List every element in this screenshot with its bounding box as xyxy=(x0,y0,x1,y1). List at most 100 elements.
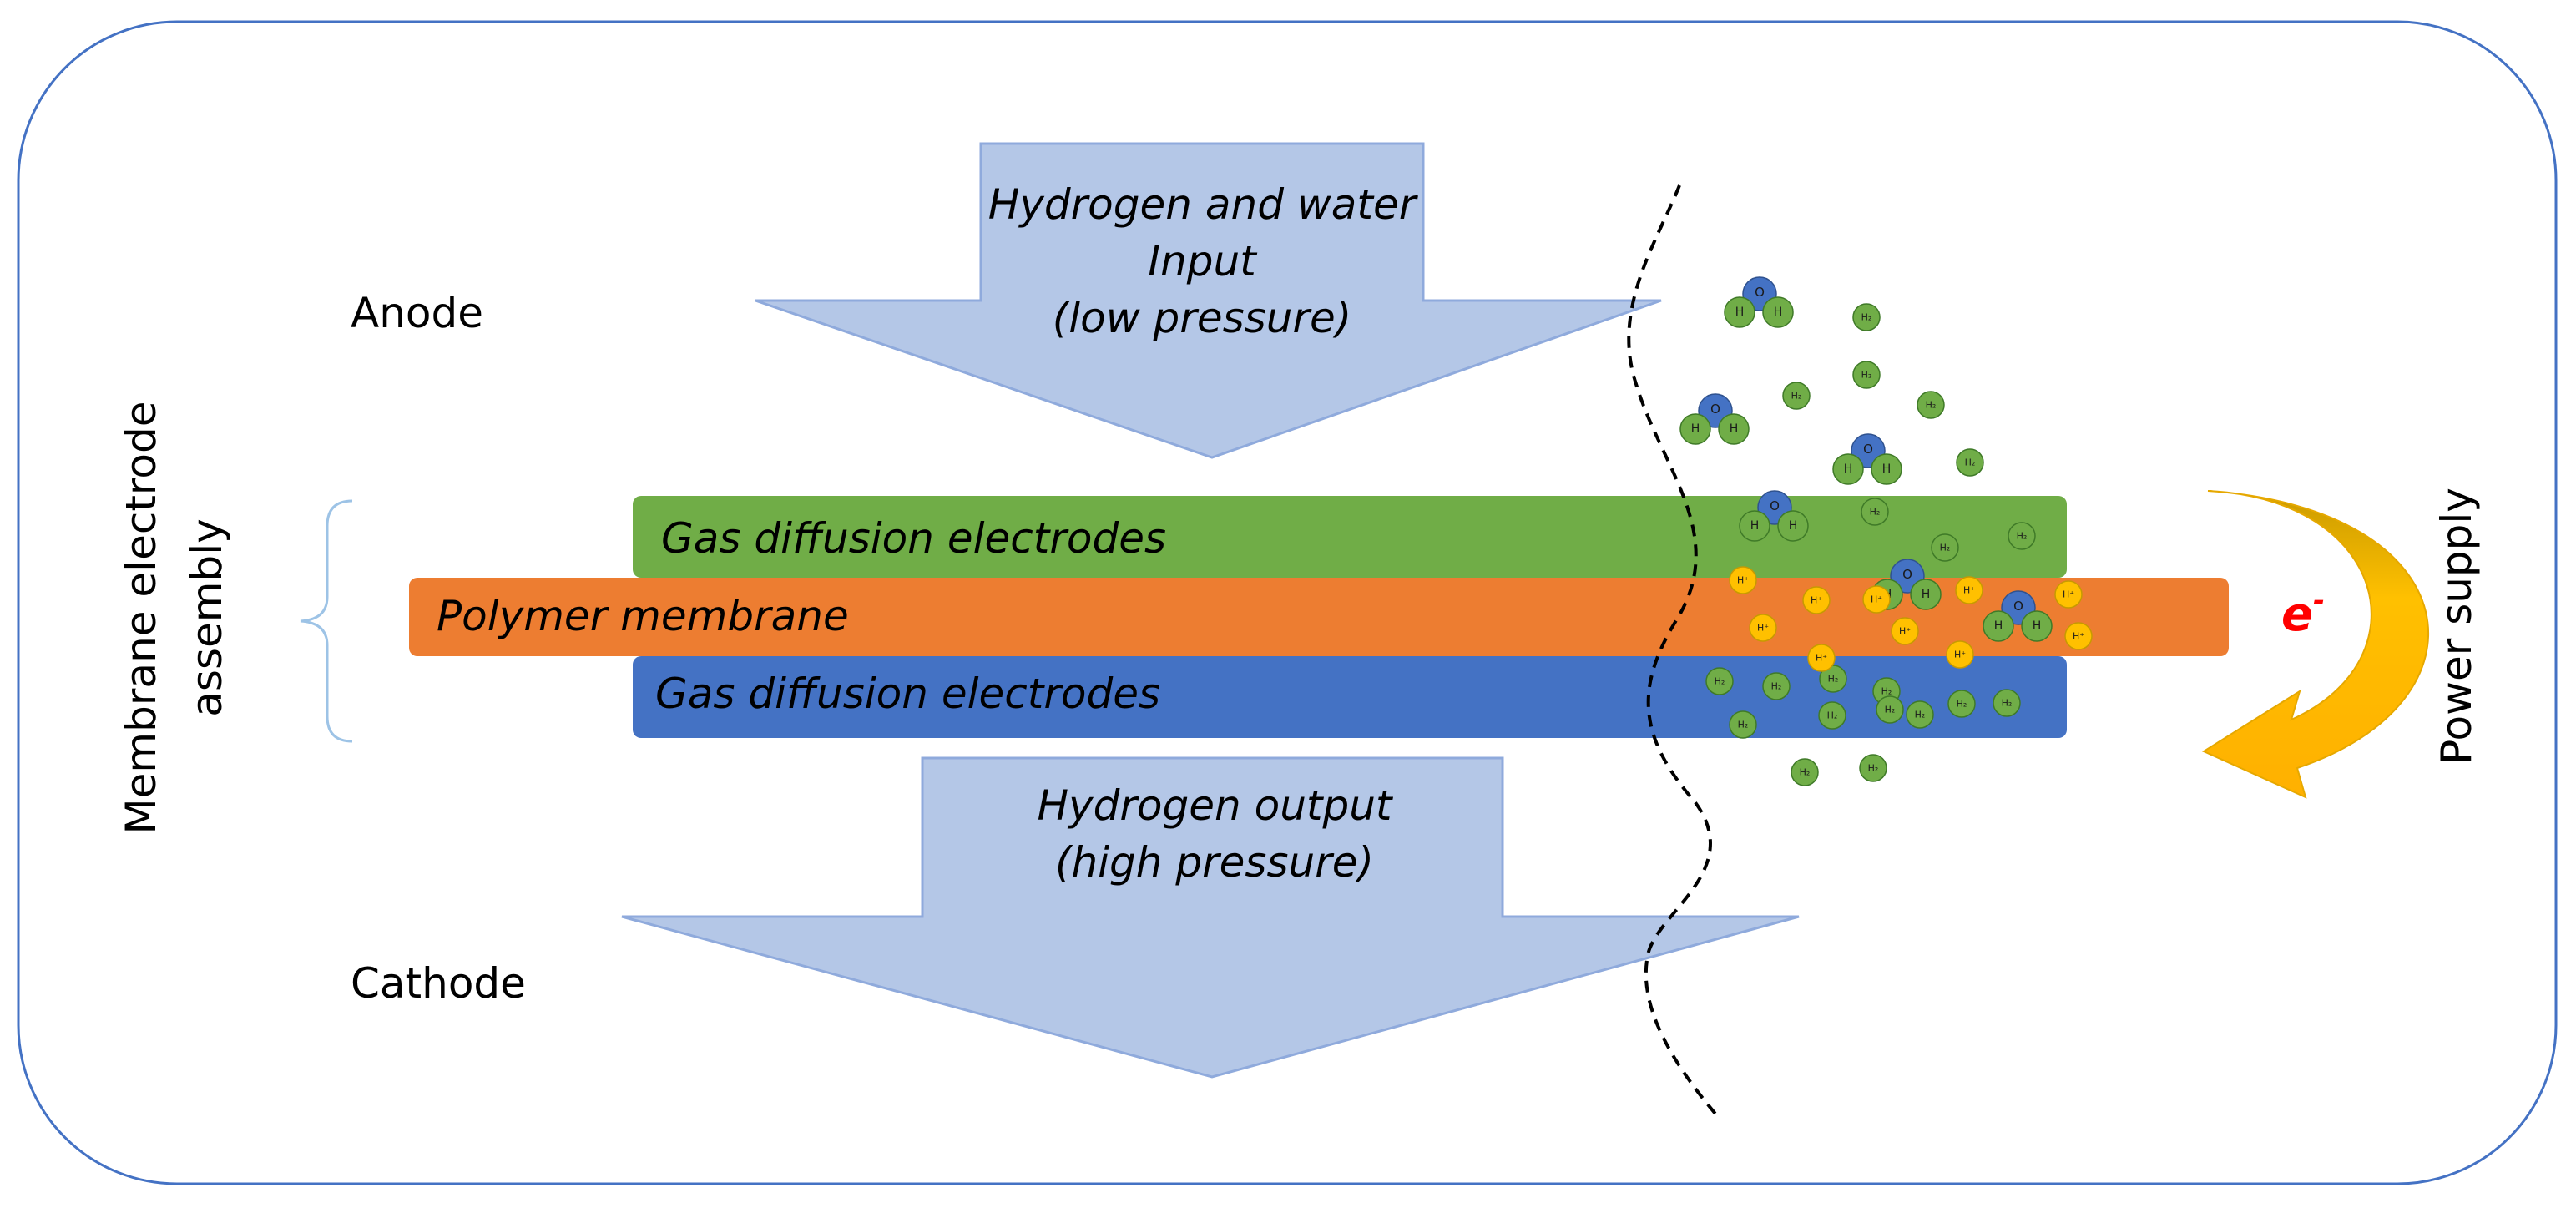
hydrogen-molecule: H₂ xyxy=(1762,672,1791,700)
proton: H⁺ xyxy=(1946,640,1974,669)
water-molecule: OH H xyxy=(1832,433,1902,485)
hydrogen-molecule: H₂ xyxy=(1917,391,1945,419)
water-molecule: OH H xyxy=(1983,590,2053,642)
hydrogen-molecule: H₂ xyxy=(1876,695,1904,724)
svg-text:H⁺: H⁺ xyxy=(1899,626,1911,637)
svg-text:H⁺: H⁺ xyxy=(1757,623,1769,634)
hydrogen-molecule: H₂ xyxy=(1819,665,1847,693)
hydrogen-molecule: H₂ xyxy=(1906,700,1934,729)
svg-text:H⁺: H⁺ xyxy=(1871,594,1882,605)
svg-text:H: H xyxy=(1844,462,1853,476)
svg-text:H₂: H₂ xyxy=(1885,705,1896,715)
svg-text:H₂: H₂ xyxy=(1861,370,1872,381)
hydrogen-molecule: H₂ xyxy=(1791,758,1819,786)
svg-text:H₂: H₂ xyxy=(1940,543,1951,553)
mea-label-line2: assembly xyxy=(183,518,231,716)
power-supply-label: Power supply xyxy=(2432,488,2481,765)
svg-text:H₂: H₂ xyxy=(1771,681,1782,692)
output-arrow xyxy=(621,756,1800,1079)
hydrogen-molecule: H₂ xyxy=(1705,667,1734,695)
svg-text:H₂: H₂ xyxy=(1881,686,1892,697)
hydrogen-molecule: H₂ xyxy=(1947,690,1976,718)
hydrogen-molecule: H₂ xyxy=(1729,710,1757,739)
proton: H⁺ xyxy=(2054,580,2083,609)
svg-text:O: O xyxy=(1770,498,1780,513)
hydrogen-molecule: H₂ xyxy=(1852,303,1881,331)
svg-text:H: H xyxy=(1774,306,1783,319)
svg-text:H₂: H₂ xyxy=(1715,676,1725,687)
svg-text:H⁺: H⁺ xyxy=(1954,649,1966,660)
hydrogen-molecule: H₂ xyxy=(1931,533,1959,562)
svg-text:H₂: H₂ xyxy=(2017,531,2028,542)
water-molecule: OH H xyxy=(1679,393,1750,445)
svg-text:O: O xyxy=(1755,285,1765,300)
svg-text:H₂: H₂ xyxy=(1827,710,1838,721)
svg-text:H₂: H₂ xyxy=(1738,720,1749,730)
molecule-layer: OHHOHHOHHOHHOHHOHHH₂H₂H₂H₂H₂H₂H₂H₂H₂H₂H₂… xyxy=(1679,276,2093,786)
output-arrow-label-1: Hydrogen output xyxy=(1037,781,1393,830)
svg-text:H⁺: H⁺ xyxy=(1816,653,1827,664)
svg-text:H: H xyxy=(1789,519,1798,533)
water-molecule: OH H xyxy=(1739,490,1809,542)
gde-top-label: Gas diffusion electrodes xyxy=(661,514,1166,563)
proton: H⁺ xyxy=(2064,622,2093,650)
hydrogen-molecule: H₂ xyxy=(1993,689,2021,717)
svg-text:H⁺: H⁺ xyxy=(1963,585,1975,596)
svg-text:H₂: H₂ xyxy=(1965,457,1976,468)
cut-line xyxy=(1627,184,1721,1120)
mea-label-line1: Membrane electrode xyxy=(117,402,165,835)
svg-text:H: H xyxy=(1735,306,1745,319)
proton: H⁺ xyxy=(1955,576,1983,604)
svg-text:H⁺: H⁺ xyxy=(1737,575,1749,586)
output-arrow-label-2: (high pressure) xyxy=(1055,838,1374,887)
hydrogen-molecule: H₂ xyxy=(1956,448,1984,477)
water-molecule: OH H xyxy=(1724,276,1794,328)
proton: H⁺ xyxy=(1807,644,1836,672)
svg-text:H: H xyxy=(1994,619,2003,633)
hydrogen-molecule: H₂ xyxy=(1852,361,1881,389)
membrane-label: Polymer membrane xyxy=(437,592,849,640)
svg-text:H₂: H₂ xyxy=(1828,674,1839,685)
svg-text:O: O xyxy=(1863,442,1873,457)
svg-text:H: H xyxy=(1750,519,1760,533)
svg-text:H₂: H₂ xyxy=(1915,710,1926,720)
svg-text:H₂: H₂ xyxy=(1868,763,1879,774)
gas-diffusion-electrode-top xyxy=(633,496,2067,578)
svg-text:H₂: H₂ xyxy=(1791,391,1802,402)
svg-text:H⁺: H⁺ xyxy=(2073,631,2084,642)
mea-brace xyxy=(300,499,353,743)
anode-label: Anode xyxy=(351,289,483,337)
svg-text:H: H xyxy=(1730,422,1739,436)
svg-text:H₂: H₂ xyxy=(1861,312,1872,323)
svg-text:O: O xyxy=(1902,567,1912,582)
svg-text:H₂: H₂ xyxy=(1870,507,1881,518)
input-arrow-label-1: Hydrogen and water xyxy=(988,180,1419,229)
svg-text:H⁺: H⁺ xyxy=(1811,595,1822,606)
svg-text:H₂: H₂ xyxy=(1800,767,1811,778)
input-arrow-label-2: Input xyxy=(1148,237,1258,286)
svg-text:H: H xyxy=(1882,462,1892,476)
hydrogen-molecule: H₂ xyxy=(2008,522,2036,550)
cathode-label: Cathode xyxy=(351,959,526,1008)
proton: H⁺ xyxy=(1749,614,1777,642)
input-arrow xyxy=(755,142,1662,459)
proton: H⁺ xyxy=(1729,566,1757,594)
svg-text:H₂: H₂ xyxy=(1957,699,1967,710)
svg-text:H⁺: H⁺ xyxy=(2063,589,2074,600)
hydrogen-molecule: H₂ xyxy=(1861,498,1889,526)
svg-text:H: H xyxy=(2033,619,2042,633)
gde-bottom-label: Gas diffusion electrodes xyxy=(655,670,1160,718)
svg-text:H₂: H₂ xyxy=(1926,400,1937,411)
svg-text:O: O xyxy=(1710,402,1720,417)
svg-text:H: H xyxy=(1691,422,1700,436)
hydrogen-molecule: H₂ xyxy=(1859,754,1887,782)
proton: H⁺ xyxy=(1891,617,1919,645)
svg-text:O: O xyxy=(2013,599,2023,614)
proton: H⁺ xyxy=(1802,586,1831,614)
hydrogen-molecule: H₂ xyxy=(1782,382,1811,410)
svg-text:H: H xyxy=(1922,588,1931,601)
hydrogen-molecule: H₂ xyxy=(1818,701,1846,730)
electron-label: e- xyxy=(2281,584,2325,642)
electron-flow-arrow xyxy=(2201,490,2429,799)
